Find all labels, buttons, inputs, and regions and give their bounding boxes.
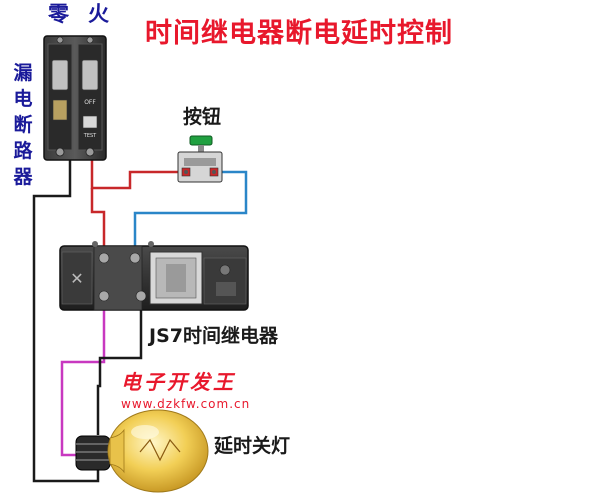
label-relay: JS7时间继电器 (149, 325, 278, 347)
bulb-socket (75, 435, 111, 471)
label-live: 火 (88, 2, 109, 26)
wire-red-live-to-button (90, 158, 180, 190)
svg-text:✕: ✕ (70, 269, 83, 288)
wire-magenta-relay-to-lamp (60, 306, 106, 457)
breaker-neutral-lever (51, 59, 69, 91)
watermark-brand: 电子开发王 (121, 370, 236, 394)
label-neutral: 零 (48, 2, 69, 26)
label-lamp: 延时关灯 (214, 435, 291, 457)
label-breaker: 漏电断路器 (13, 62, 33, 188)
light-bulb (75, 409, 209, 493)
time-relay: ✕ (59, 241, 249, 311)
breaker-live-lever (81, 59, 99, 91)
breaker-test-text: TEST (83, 133, 97, 139)
breaker-test-button (82, 115, 98, 129)
wire-black-relay-to-lamp (96, 306, 143, 435)
diagram-title: 时间继电器断电延时控制 (145, 18, 453, 49)
wires (32, 158, 248, 483)
wire-black-neutral (32, 158, 100, 483)
label-button: 按钮 (183, 106, 222, 128)
wire-red-live-to-relay (90, 188, 106, 246)
wire-blue-button-to-relay (133, 170, 248, 246)
push-button (177, 135, 223, 183)
breaker-off-text: OFF (84, 99, 96, 106)
button-green-cap (189, 135, 213, 146)
watermark-url: www.dzkfw.com.cn (121, 397, 251, 411)
leakage-breaker: OFF TEST (43, 35, 107, 161)
